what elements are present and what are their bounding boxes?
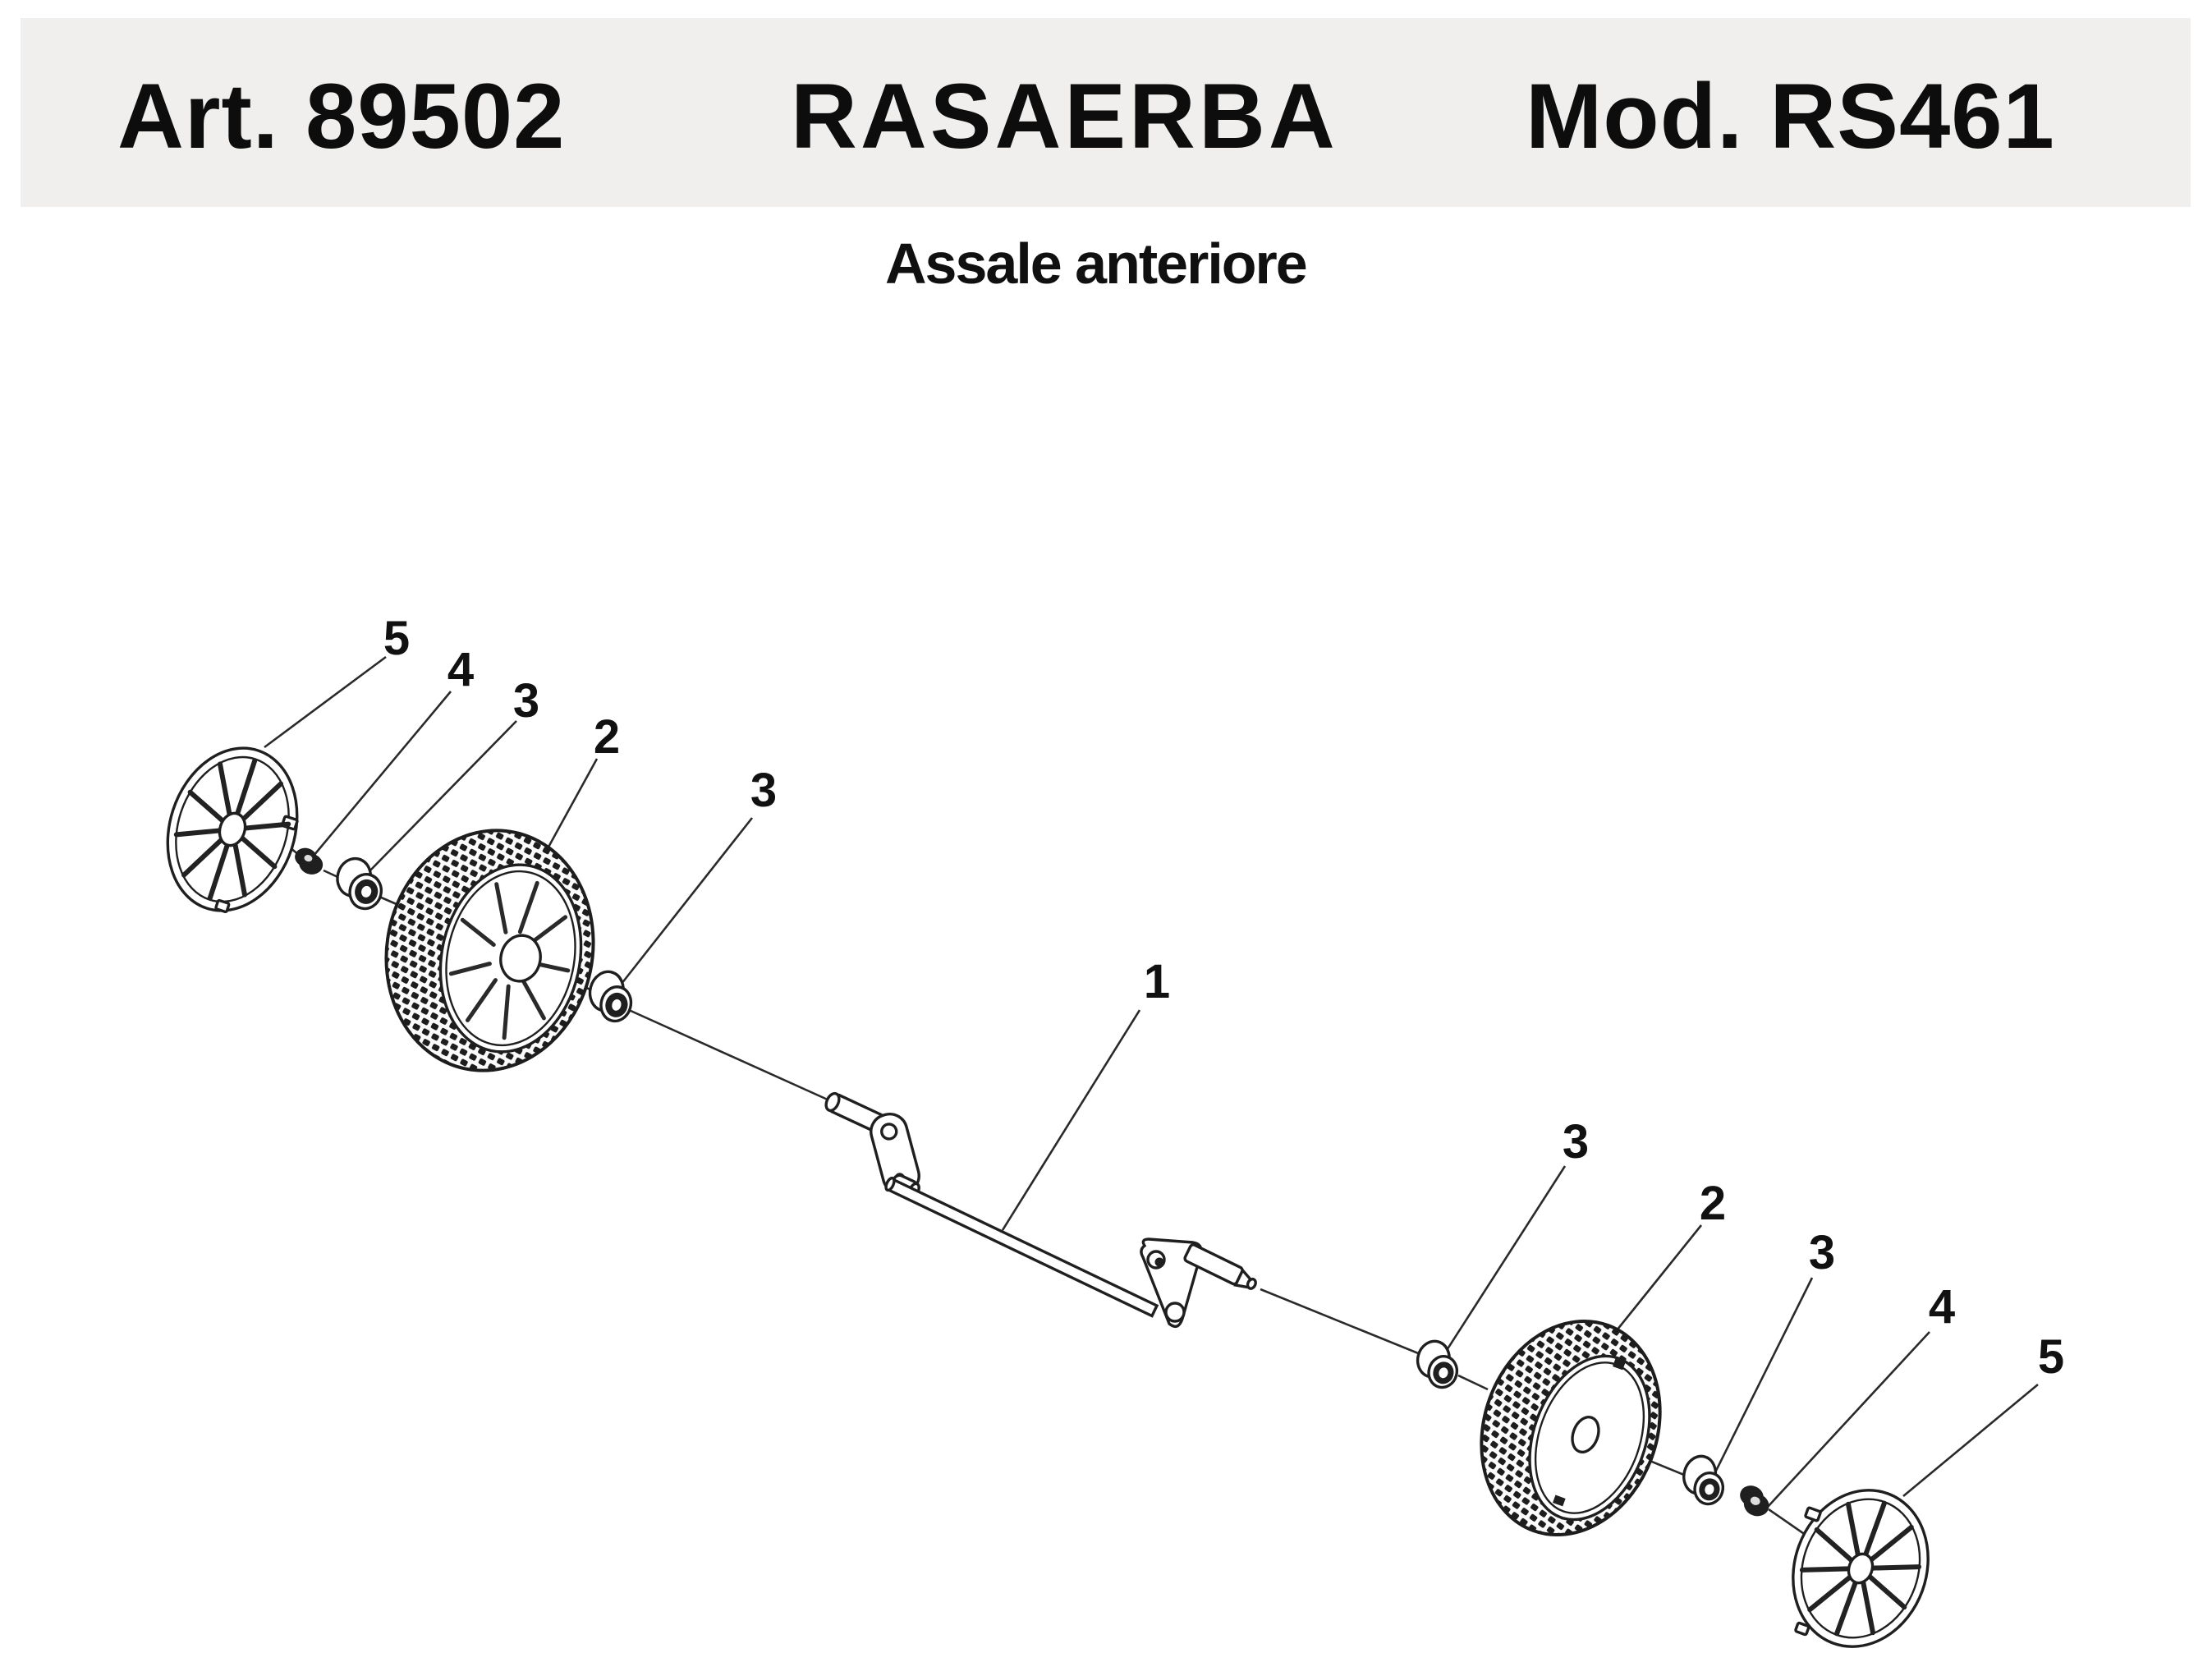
hubcap-left [166, 746, 299, 914]
hubcap-right-spokes [1799, 1500, 1922, 1637]
callout-left-3a: 3 [513, 674, 539, 728]
callout-right-3a: 3 [1563, 1115, 1589, 1169]
bearing-right-outer [1682, 1454, 1725, 1506]
product-name: RASAERBA [791, 65, 1338, 168]
bearing-left-outer [336, 856, 383, 911]
callout-labels: 5 4 3 2 3 1 3 2 3 4 5 [383, 612, 2064, 1384]
callout-left-2: 2 [594, 710, 620, 764]
callout-right-4: 4 [1929, 1280, 1955, 1334]
model-number: Mod. RS461 [1526, 65, 2055, 168]
wheel-right [1480, 1319, 1662, 1537]
axle-part [824, 1091, 1257, 1329]
callout-axle-1: 1 [1144, 955, 1170, 1008]
article-number: Art. 89502 [117, 65, 566, 168]
callout-right-2: 2 [1700, 1177, 1726, 1230]
callout-right-5: 5 [2038, 1330, 2064, 1384]
title-bar [21, 18, 2191, 207]
bearing-right-inner [1416, 1339, 1459, 1389]
nut-right [1740, 1485, 1769, 1517]
diagram-subtitle: Assale anteriore [885, 232, 1308, 296]
callout-left-4: 4 [447, 643, 474, 696]
wheel-left-ribs [448, 880, 571, 1040]
callout-right-3b: 3 [1809, 1226, 1835, 1279]
hubcap-left-spokes [173, 758, 291, 901]
leader-lines [264, 655, 2039, 1508]
hubcap-right [1792, 1489, 1930, 1648]
bearing-left-inner [588, 970, 633, 1023]
callout-left-5: 5 [383, 612, 410, 665]
wheel-left [384, 829, 595, 1072]
callout-left-3b: 3 [750, 764, 777, 817]
axle-right-stub [1183, 1243, 1257, 1290]
nut-left [295, 847, 324, 875]
